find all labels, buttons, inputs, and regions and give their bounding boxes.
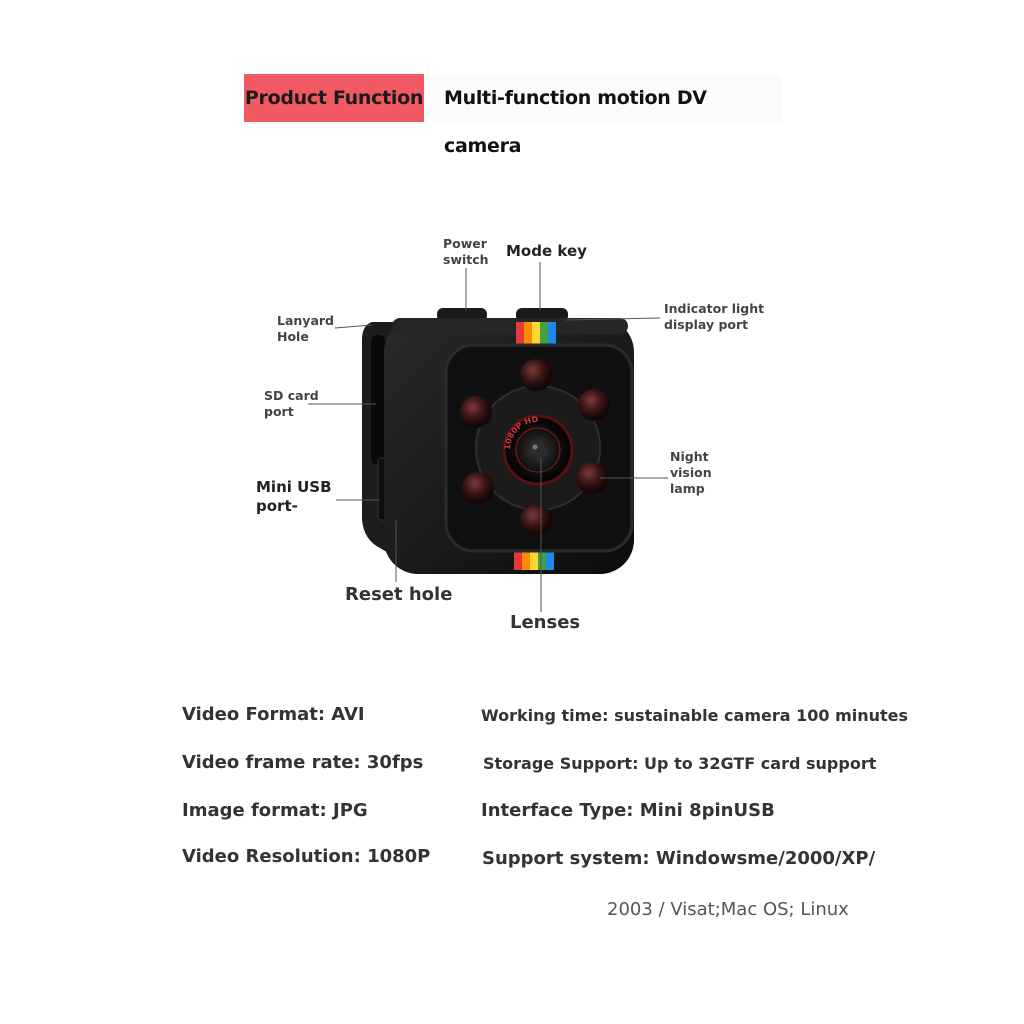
spec-support-system-continued: 2003 / Visat;Mac OS; Linux [607, 899, 849, 920]
product-function-badge: Product Function [244, 74, 424, 122]
spec-resolution: Video Resolution: 1080P [182, 846, 431, 867]
label-night-vision: Night vision lamp [670, 449, 712, 496]
label-indicator: Indicator light display port [664, 301, 765, 332]
spec-video-format: Video Format: AVI [182, 704, 365, 725]
spec-interface: Interface Type: Mini 8pinUSB [481, 800, 775, 821]
label-sd-card: SD card port [264, 388, 319, 419]
page-title: Multi-function motion DV camera [432, 74, 782, 157]
lanyard-hole [371, 335, 385, 465]
spec-working-time: Working time: sustainable camera 100 min… [481, 706, 909, 725]
night-vision-leds [460, 359, 610, 536]
label-lanyard-hole: Lanyard Hole [277, 313, 334, 344]
rainbow-stripe-top [516, 322, 556, 344]
label-reset-hole: Reset hole [345, 584, 453, 605]
spec-storage: Storage Support: Up to 32GTF card suppor… [483, 754, 877, 773]
label-mini-usb: Mini USB port- [256, 478, 332, 515]
label-lenses: Lenses [510, 612, 581, 633]
rainbow-stripe-bottom [514, 548, 554, 570]
leader-lines [308, 262, 668, 612]
label-power-switch: Power switch [443, 236, 489, 267]
spec-frame-rate: Video frame rate: 30fps [182, 752, 424, 773]
label-mode-key: Mode key [506, 242, 587, 260]
spec-support-system: Support system: Windowsme/2000/XP/ [482, 848, 876, 869]
spec-image-format: Image format: JPG [182, 800, 368, 821]
